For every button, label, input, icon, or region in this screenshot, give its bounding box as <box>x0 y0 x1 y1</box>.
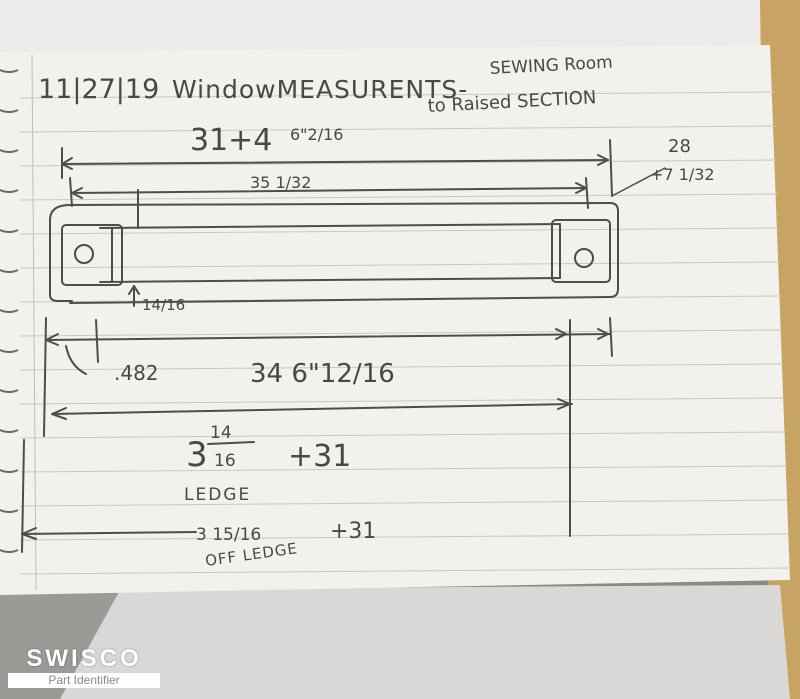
margin-line <box>31 54 37 591</box>
bottom-value: 3 15/16 <box>196 525 261 545</box>
title-text: WindowMEASURENTS- <box>172 75 468 104</box>
inner-dimension-line <box>69 177 589 229</box>
ledge-fraction-bar <box>207 441 255 445</box>
bottom-add: +31 <box>330 519 376 544</box>
ledge-add: +31 <box>288 439 351 474</box>
date-text: 11|27|19 <box>38 74 159 105</box>
small-gap-text: 14/16 <box>142 296 185 314</box>
overall-dimension-line <box>61 139 666 197</box>
small-gap-arrow <box>128 285 140 307</box>
right-add-text: +7 1/32 <box>650 165 715 184</box>
ledge-dimension-line <box>51 398 573 420</box>
bottom-dimension-line <box>21 439 197 553</box>
lower-left-shadow <box>0 590 120 699</box>
swisco-watermark-logo: SWISCO Part Identifier <box>8 646 160 690</box>
notebook-page <box>0 45 790 595</box>
left-offset-text: .482 <box>114 361 159 385</box>
window-sash-sketch <box>49 202 619 304</box>
ledge-value: 3 <box>186 435 208 475</box>
lower-paper <box>0 585 790 699</box>
middle-width-text: 34 6"12/16 <box>250 359 395 389</box>
inner-width-text: 35 1/32 <box>250 173 311 192</box>
right-top-text: 28 <box>668 136 691 157</box>
logo-brand-text: SWISCO <box>26 645 142 672</box>
ledge-fraction-num: 14 <box>210 423 232 443</box>
top-overall-text: 31+4 <box>190 123 272 158</box>
middle-dimension-line <box>43 317 613 537</box>
top-overall-fraction: 6"2/16 <box>290 125 343 144</box>
spiral-binding <box>0 69 19 553</box>
ledge-label: LEDGE <box>184 485 251 505</box>
ledge-fraction-den: 16 <box>214 451 236 471</box>
logo-tagline: Part Identifier <box>8 673 160 688</box>
